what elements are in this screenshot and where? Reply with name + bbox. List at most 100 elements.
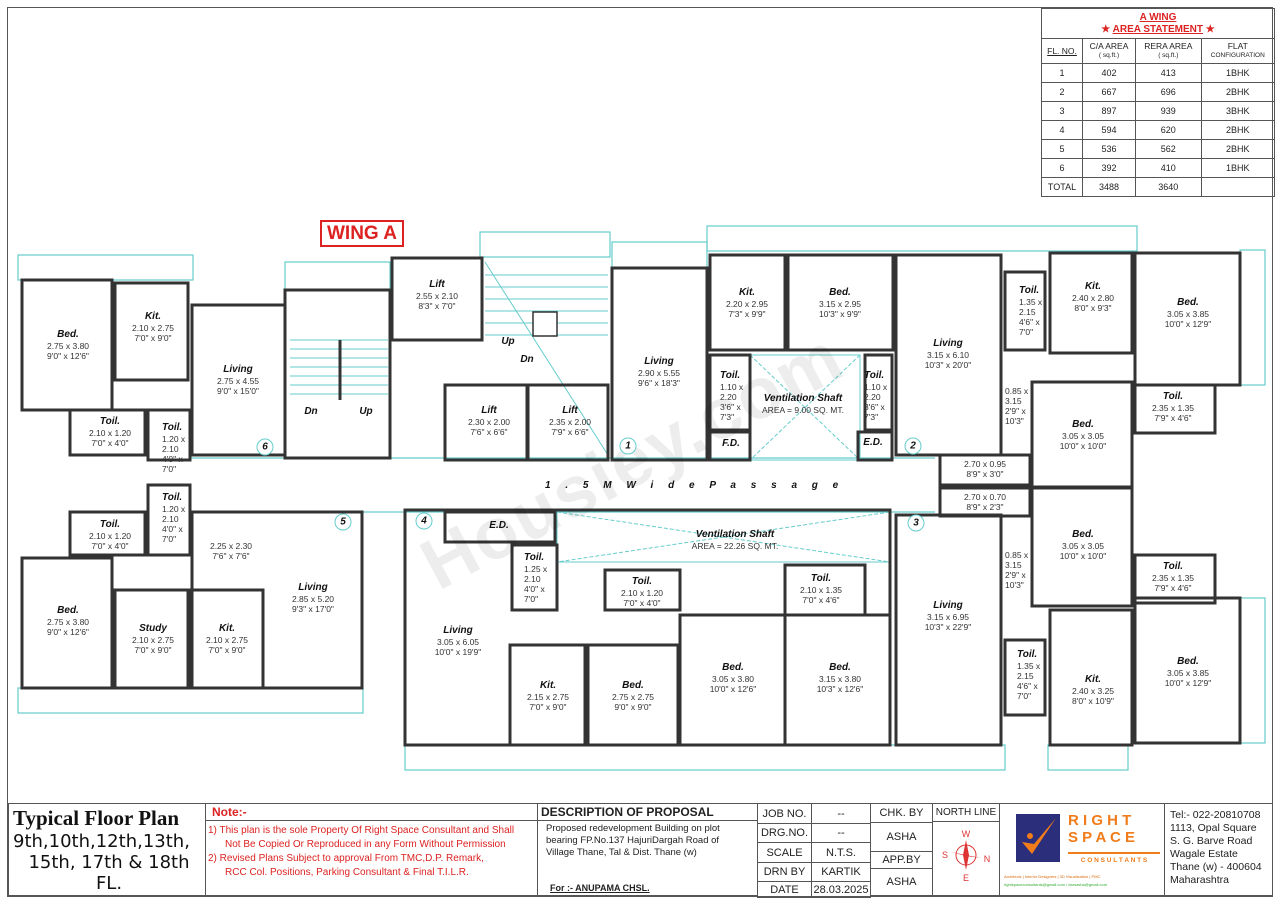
wall bbox=[1133, 553, 1217, 605]
area-statement-title: A WING★ AREA STATEMENT ★ bbox=[1041, 8, 1275, 39]
room-metric: 2.10 x 1.20 bbox=[620, 588, 664, 598]
room-metric: 2.25 x 2.30 bbox=[209, 541, 253, 551]
address-line: S. G. Barve Road bbox=[1170, 835, 1253, 847]
wall bbox=[1003, 270, 1047, 352]
wall bbox=[1003, 638, 1047, 717]
notes-box: Note:- 1) This plan is the sole Property… bbox=[205, 803, 538, 896]
room-metric: 2.15 x 2.75 bbox=[526, 692, 570, 702]
table-cell: 4 bbox=[1040, 120, 1084, 140]
room-label: E.D. bbox=[489, 520, 508, 532]
room-imperial: 10'3" x 12'6" bbox=[816, 684, 864, 694]
room-imperial: 10'0" x 12'9" bbox=[1164, 678, 1212, 688]
drn-by-label: DRN BY bbox=[757, 862, 812, 882]
notes-list: 1) This plan is the sole Property Of Rig… bbox=[206, 821, 537, 883]
flat-number-badge: 4 bbox=[415, 512, 433, 530]
table-cell: 696 bbox=[1135, 82, 1202, 102]
room-metric: 3.05 x 3.85 bbox=[1166, 309, 1210, 319]
wall bbox=[894, 513, 1003, 747]
room-name: Bed. bbox=[1072, 529, 1094, 540]
room-imperial: 10'0" x 12'9" bbox=[1164, 319, 1212, 329]
room-label: Dn bbox=[520, 354, 533, 366]
vent-cross bbox=[749, 354, 861, 461]
room-name: Lift bbox=[562, 405, 578, 416]
room-name: Toil. bbox=[810, 573, 832, 584]
room-name: Bed. bbox=[1177, 656, 1199, 667]
logo-emails: rightspaceconsultants@gmail.com / darsas… bbox=[1004, 882, 1108, 887]
wall bbox=[20, 556, 114, 690]
table-cell bbox=[1200, 177, 1276, 197]
balcony-outline bbox=[17, 687, 364, 714]
table-cell: 667 bbox=[1082, 82, 1137, 102]
balcony-outline bbox=[404, 744, 1006, 771]
wall bbox=[20, 278, 114, 412]
note-2-cont: RCC Col. Positions, Parking Consultant &… bbox=[225, 867, 469, 878]
job-no: -- bbox=[811, 803, 871, 824]
room-name: Bed. bbox=[57, 329, 79, 340]
room-metric: 2.10 x 2.75 bbox=[131, 323, 175, 333]
drg-no-label: DRG.NO. bbox=[757, 823, 812, 843]
room-metric: 1.25 x 2.10 bbox=[524, 564, 548, 584]
address-line: Thane (w) - 400604 bbox=[1170, 861, 1262, 873]
room-label: F.D. bbox=[722, 438, 740, 450]
room-name: Bed. bbox=[829, 287, 851, 298]
wall bbox=[390, 256, 484, 342]
room-imperial: 4'0" x 7'0" bbox=[162, 524, 183, 544]
room-metric: 2.40 x 2.80 bbox=[1071, 293, 1115, 303]
room-name: Bed. bbox=[57, 605, 79, 616]
table-cell: 413 bbox=[1135, 63, 1202, 83]
room-name: Bed. bbox=[622, 680, 644, 691]
stair-line bbox=[484, 261, 609, 456]
wall bbox=[510, 543, 559, 612]
room-label: Up bbox=[359, 406, 372, 418]
chk-by-label: CHK. BY bbox=[870, 803, 933, 823]
room-metric: 3.05 x 6.05 bbox=[436, 637, 480, 647]
room-name: Kit. bbox=[144, 311, 162, 322]
compass-n: N bbox=[984, 854, 991, 864]
table-cell: 620 bbox=[1135, 120, 1202, 140]
stair-well bbox=[532, 311, 558, 337]
compass-icon: W S N E bbox=[942, 829, 991, 883]
room-imperial: 2'9" x 10'3" bbox=[1005, 570, 1026, 590]
table-cell: 3BHK bbox=[1200, 101, 1276, 121]
room-name: Up bbox=[501, 336, 515, 347]
table-cell: 3488 bbox=[1082, 177, 1137, 197]
room-name: Living bbox=[933, 600, 963, 611]
wall bbox=[68, 408, 147, 457]
table-cell: 410 bbox=[1135, 158, 1202, 178]
address-box: Tel:- 022-20810708 1113, Opal Square S. … bbox=[1164, 803, 1273, 896]
room-metric: 2.10 x 1.20 bbox=[88, 428, 132, 438]
table-cell: 392 bbox=[1082, 158, 1137, 178]
room-imperial: 8'0" x 9'3" bbox=[1074, 303, 1112, 313]
wall bbox=[863, 353, 894, 432]
room-imperial: 10'0" x 12'6" bbox=[709, 684, 757, 694]
room-imperial: 7'9" x 6'6" bbox=[551, 427, 589, 437]
room-name: Bed. bbox=[722, 662, 744, 673]
room-imperial: 7'0" x 9'0" bbox=[134, 645, 172, 655]
room-imperial: 9'0" x 12'6" bbox=[47, 627, 89, 637]
room-metric: 3.05 x 3.05 bbox=[1061, 541, 1105, 551]
table-cell: 3 bbox=[1040, 101, 1084, 121]
logo-consultants: C O N S U L T A N T S bbox=[1068, 852, 1160, 864]
room-name: Living bbox=[298, 582, 328, 593]
room-metric: 2.75 x 2.75 bbox=[611, 692, 655, 702]
wall bbox=[443, 510, 557, 544]
room-metric: 2.10 x 1.20 bbox=[88, 531, 132, 541]
room-metric: 1.35 x 2.15 bbox=[1019, 297, 1043, 317]
balcony-outline bbox=[611, 241, 708, 269]
